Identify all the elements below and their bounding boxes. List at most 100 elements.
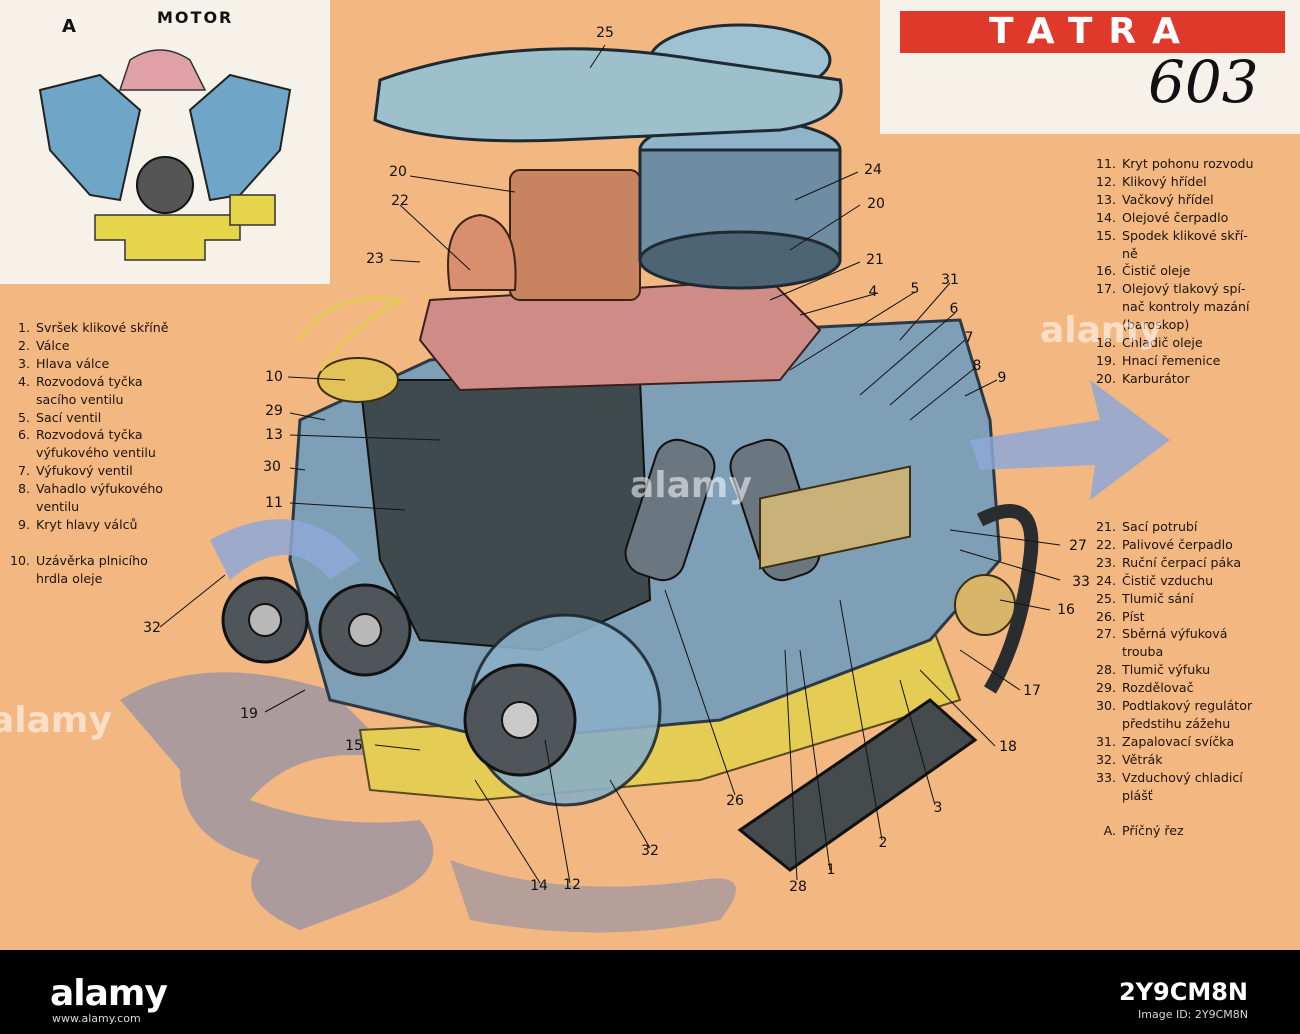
legend-text: Rozvodová tyčka bbox=[36, 373, 143, 389]
callout-number: 13 bbox=[265, 427, 283, 443]
legend-number: 16. bbox=[1095, 263, 1116, 279]
legend-number: 2. bbox=[17, 337, 30, 353]
callout-number: 24 bbox=[864, 162, 882, 178]
legend-text bbox=[36, 534, 40, 552]
legend-number bbox=[1090, 715, 1122, 733]
legend-text: Klikový hřídel bbox=[1122, 173, 1207, 189]
callout-number: 29 bbox=[265, 403, 283, 419]
legend-item: ně bbox=[1090, 245, 1254, 263]
air-flow-arrow-left bbox=[210, 519, 360, 580]
legend-number: 13. bbox=[1095, 191, 1116, 207]
legend-number: 12. bbox=[1095, 173, 1116, 189]
legend-item: sacího ventilu bbox=[4, 391, 169, 409]
legend-number: 26. bbox=[1095, 608, 1116, 624]
poster: A MOTOR TATRA 603 1.Svršek klikové skřín… bbox=[0, 0, 1300, 933]
brand-banner bbox=[900, 11, 1285, 53]
legend-number bbox=[4, 570, 36, 588]
callout-number: 3 bbox=[933, 800, 943, 816]
legend-item: 14.Olejové čerpadlo bbox=[1090, 209, 1254, 227]
legend-number: 29. bbox=[1095, 680, 1116, 696]
legend-item bbox=[1090, 805, 1252, 823]
legend-number: A. bbox=[1103, 823, 1116, 839]
legend-number bbox=[4, 391, 36, 409]
callout-number: 16 bbox=[1057, 602, 1075, 618]
brand-model: 603 bbox=[1148, 48, 1259, 116]
legend-item: nač kontroly mazání bbox=[1090, 298, 1254, 316]
cross-section-filter bbox=[229, 194, 276, 226]
legend-text: výfukového ventilu bbox=[36, 445, 156, 461]
legend-number: 25. bbox=[1095, 590, 1116, 606]
fan-pulley-hub bbox=[501, 701, 539, 739]
callout-number: 33 bbox=[1072, 574, 1090, 590]
air-filter-bottom bbox=[638, 230, 842, 290]
inset-title: MOTOR bbox=[157, 8, 234, 27]
legend-number: 30. bbox=[1095, 698, 1116, 714]
callout-number: 31 bbox=[941, 272, 959, 288]
legend-item: předstihu zážehu bbox=[1090, 715, 1252, 733]
brand-panel: TATRA 603 bbox=[880, 0, 1300, 134]
legend-text: Rozvodová tyčka bbox=[36, 427, 143, 443]
legend-text: Hnací řemenice bbox=[1122, 352, 1221, 368]
legend-item: 4. Rozvodová tyčka bbox=[4, 373, 169, 391]
legend-text: nač kontroly mazání bbox=[1122, 299, 1250, 315]
callout-number: 25 bbox=[596, 25, 614, 41]
legend-text: hrdla oleje bbox=[36, 570, 103, 586]
floor-shadow bbox=[120, 672, 434, 930]
legend-text: Zapalovací svíčka bbox=[1122, 733, 1235, 749]
legend-number bbox=[4, 498, 36, 516]
brand-name: TATRA bbox=[989, 11, 1196, 52]
legend-number bbox=[4, 534, 36, 552]
footer-meta: Image ID: 2Y9CM8N bbox=[1138, 1008, 1248, 1021]
legend-number: 32. bbox=[1095, 751, 1116, 767]
callout-number: 23 bbox=[366, 251, 384, 267]
intake-silencer bbox=[373, 47, 843, 143]
footer-url[interactable]: www.alamy.com bbox=[52, 1012, 141, 1025]
legend-text: Sběrná výfuková bbox=[1122, 626, 1228, 642]
legend-text: Spodek klikové skří- bbox=[1122, 227, 1248, 243]
legend-number: 18. bbox=[1095, 335, 1116, 351]
legend-text: Příčný řez bbox=[1122, 823, 1184, 839]
legend-number: 31. bbox=[1095, 733, 1116, 749]
legend-number: 14. bbox=[1095, 209, 1116, 225]
legend-item: (baroskop) bbox=[1090, 316, 1254, 334]
oil-cooler bbox=[759, 465, 911, 570]
watermark: alamy bbox=[0, 700, 112, 741]
cross-section-illustration bbox=[38, 49, 292, 261]
legend-item: 11. Kryt pohonu rozvodu bbox=[1090, 155, 1254, 173]
legend-number: 11. bbox=[1095, 156, 1116, 171]
legend-number: 22. bbox=[1095, 536, 1116, 552]
legend-item: plášť bbox=[1090, 787, 1252, 805]
cross-section-left-bank bbox=[38, 73, 142, 202]
legend-text: Ruční čerpací páka bbox=[1122, 554, 1242, 570]
callout-number: 8 bbox=[972, 358, 982, 374]
legend-item: 26.Píst bbox=[1090, 608, 1252, 626]
legend-item: A. Příčný řez bbox=[1090, 822, 1252, 840]
legend-item: 31. Zapalovací svíčka bbox=[1090, 733, 1252, 751]
legend-item: 29. Rozdělovač bbox=[1090, 679, 1252, 697]
legend-text: Hlava válce bbox=[36, 355, 110, 371]
legend-text: Vzduchový chladicí bbox=[1122, 769, 1243, 785]
callout-number: 15 bbox=[345, 738, 363, 754]
legend-item: 7.Výfukový ventil bbox=[4, 462, 169, 480]
legend-text: plášť bbox=[1122, 787, 1153, 803]
callout-number: 19 bbox=[240, 706, 258, 722]
legend-item: 13.Vačkový hřídel bbox=[1090, 191, 1254, 209]
footer-logo[interactable]: alamy bbox=[50, 973, 168, 1014]
callout-number: 2 bbox=[878, 835, 888, 851]
callout-number: 28 bbox=[789, 879, 807, 895]
legend-text: Rozdělovač bbox=[1122, 680, 1194, 696]
engine-illustration bbox=[120, 23, 1170, 933]
legend-number: 27. bbox=[1095, 626, 1116, 642]
legend-item: 18.Chladič oleje bbox=[1090, 334, 1254, 352]
legend-number: 4. bbox=[17, 373, 30, 389]
legend-item: 28.Tlumič výfuku bbox=[1090, 661, 1252, 679]
legend-item: 17.Olejový tlakový spí- bbox=[1090, 280, 1254, 298]
callout-number: 30 bbox=[263, 459, 281, 475]
pulley-1-hub bbox=[248, 603, 282, 637]
legend-text: Kryt pohonu rozvodu bbox=[1122, 156, 1254, 171]
watermark: alamy bbox=[630, 465, 752, 506]
floor-shadow-2 bbox=[450, 860, 736, 933]
footer-bar bbox=[0, 950, 1300, 1034]
legend-text: Čistič oleje bbox=[1122, 263, 1191, 279]
